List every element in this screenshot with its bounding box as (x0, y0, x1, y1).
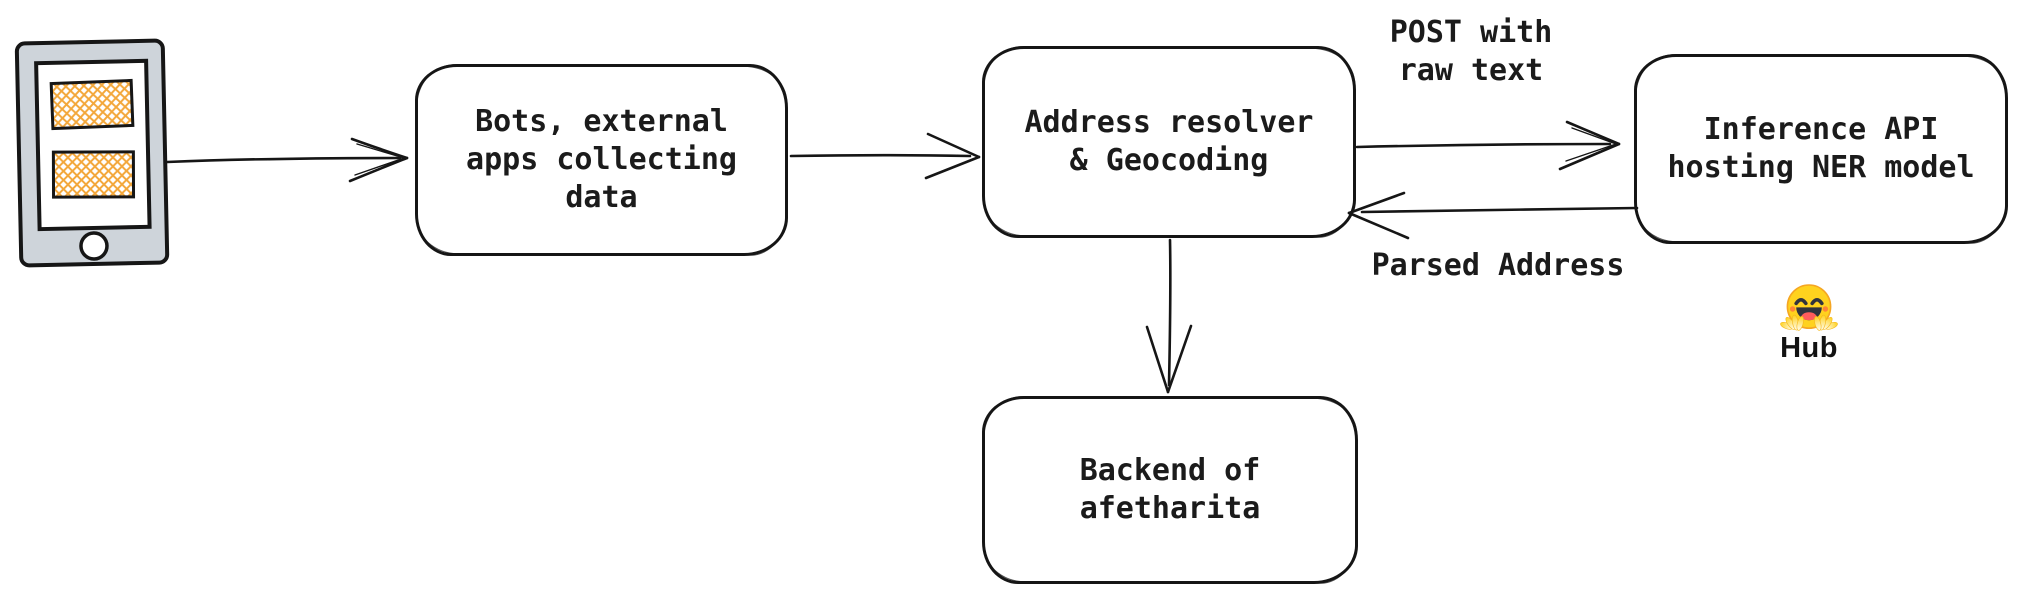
node-address-label: Address resolver & Geocoding (1024, 105, 1314, 178)
node-address-resolver: Address resolver & Geocoding (982, 46, 1356, 238)
arrow-address-to-backend (1145, 238, 1193, 394)
edge-label-post-raw-text: POST with raw text (1389, 15, 1553, 88)
hub-caption: Hub (1780, 332, 1838, 364)
node-inference-label: Inference API hosting NER model (1667, 112, 1975, 185)
node-backend-afetharita: Backend of afetharita (982, 396, 1358, 584)
node-bots-label: Bots, external apps collecting data (466, 104, 737, 215)
arrow-phone-to-bots (165, 137, 409, 183)
hugging-face-icon (1780, 284, 1838, 331)
node-bots-external-apps: Bots, external apps collecting data (415, 64, 788, 256)
node-backend-label: Backend of afetharita (1079, 453, 1261, 526)
mobile-phone-icon (14, 38, 170, 268)
arrow-address-to-inference (1355, 120, 1621, 171)
node-inference-api: Inference API hosting NER model (1634, 54, 2008, 244)
arrow-inference-to-address (1347, 191, 1639, 240)
edge-label-parsed-address: Parsed Address (1371, 248, 1625, 283)
arrow-bots-to-address (789, 132, 981, 180)
huggingface-hub-badge: Hub (1774, 281, 1844, 363)
